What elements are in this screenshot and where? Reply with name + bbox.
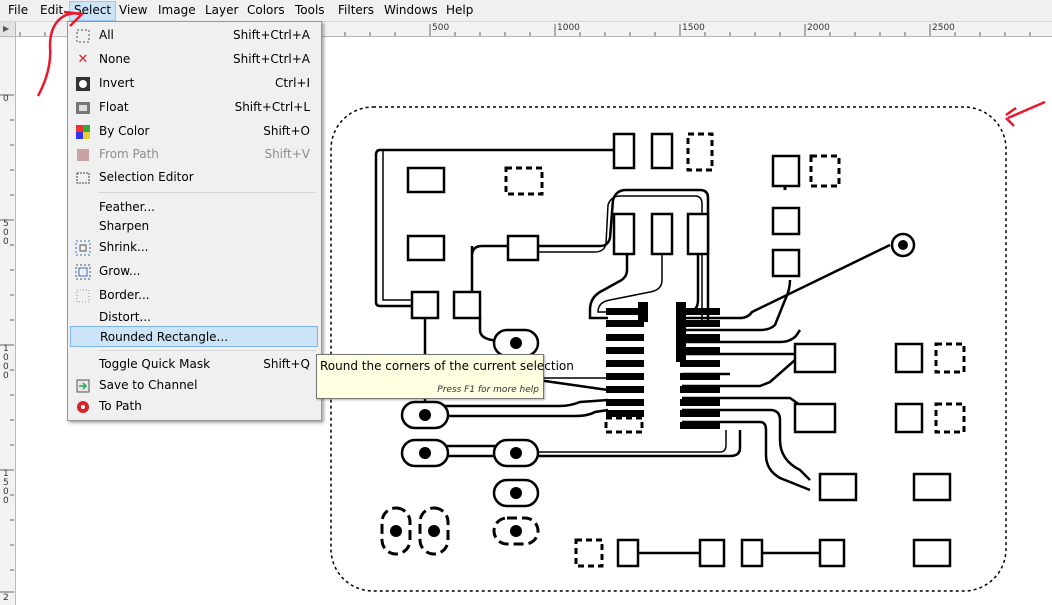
menu-item-label: Selection Editor xyxy=(99,170,194,184)
ruler-label: 1500 xyxy=(682,23,705,33)
menu-file[interactable]: File xyxy=(8,3,29,17)
save-channel-icon xyxy=(75,378,91,394)
menu-item-save-to-channel[interactable]: Save to Channel xyxy=(70,375,318,396)
menu-item-label: Shrink... xyxy=(99,240,149,254)
menu-item-label: By Color xyxy=(99,124,150,138)
triangle-right-icon: ▶ xyxy=(3,24,10,33)
select-all-icon xyxy=(75,28,91,44)
ruler-label: 1000 xyxy=(557,23,580,33)
menu-item-toggle-quick-mask[interactable]: Toggle Quick Mask Shift+Q xyxy=(70,354,318,375)
shrink-icon xyxy=(75,240,91,256)
menu-item-shortcut: Ctrl+I xyxy=(275,76,310,90)
tooltip-help-hint: Press F1 for more help xyxy=(437,385,539,395)
ruler-label: 0 xyxy=(3,94,9,104)
menu-item-label: Float xyxy=(99,100,129,114)
ruler-label: 2500 xyxy=(932,23,955,33)
menu-item-to-path[interactable]: To Path xyxy=(70,396,318,417)
pcb-layout-image xyxy=(72,100,1046,592)
ruler-label: 500 xyxy=(432,23,450,33)
menu-item-label: Toggle Quick Mask xyxy=(99,357,211,371)
ruler-label: 2000 xyxy=(807,23,830,33)
menu-item-shortcut: Shift+Ctrl+L xyxy=(234,100,310,114)
menu-item-grow[interactable]: Grow... xyxy=(70,261,318,282)
menu-windows[interactable]: Windows xyxy=(384,3,438,17)
by-color-icon xyxy=(75,124,91,140)
menu-select[interactable]: Select xyxy=(69,1,117,21)
menu-item-distort[interactable]: Distort... xyxy=(70,307,318,328)
float-icon xyxy=(75,100,91,116)
grow-icon xyxy=(75,264,91,280)
menu-item-from-path[interactable]: From Path Shift+V xyxy=(70,144,318,165)
menu-item-shortcut: Shift+Ctrl+A xyxy=(233,52,310,66)
menu-colors[interactable]: Colors xyxy=(247,3,285,17)
menu-item-shortcut: Shift+Ctrl+A xyxy=(233,28,310,42)
menu-item-sharpen[interactable]: Sharpen xyxy=(70,216,318,237)
menu-item-label: Feather... xyxy=(99,200,155,214)
menu-separator xyxy=(98,192,316,193)
menu-item-label: To Path xyxy=(99,399,142,413)
border-icon xyxy=(75,288,91,304)
menu-image[interactable]: Image xyxy=(158,3,196,17)
menu-edit[interactable]: Edit xyxy=(40,3,64,17)
menu-layer[interactable]: Layer xyxy=(205,3,239,17)
from-path-icon xyxy=(75,147,91,163)
select-menu-dropdown: All Shift+Ctrl+A ✕ None Shift+Ctrl+A Inv… xyxy=(67,21,322,421)
menu-help[interactable]: Help xyxy=(446,3,474,17)
ruler-label: 2 xyxy=(3,593,9,603)
menu-item-label: Rounded Rectangle... xyxy=(100,330,229,344)
menu-tooltip: Round the corners of the current selecti… xyxy=(316,354,574,399)
menu-item-label: Grow... xyxy=(99,264,141,278)
menu-item-selection-editor[interactable]: Selection Editor xyxy=(70,167,318,188)
selection-editor-icon xyxy=(75,170,91,186)
menu-item-label: Sharpen xyxy=(99,219,150,233)
menu-separator xyxy=(98,350,316,351)
left-ruler[interactable]: 0 500 1000 1500 2 xyxy=(0,37,16,605)
menu-item-shrink[interactable]: Shrink... xyxy=(70,237,318,258)
menu-item-feather[interactable]: Feather... xyxy=(70,197,318,218)
menu-filters[interactable]: Filters xyxy=(338,3,374,17)
menu-item-label: Save to Channel xyxy=(99,378,198,392)
menu-item-by-color[interactable]: By Color Shift+O xyxy=(70,121,318,142)
menu-item-label: Border... xyxy=(99,288,150,302)
menu-item-border[interactable]: Border... xyxy=(70,285,318,306)
menu-item-label: Distort... xyxy=(99,310,151,324)
menu-item-label: Invert xyxy=(99,76,135,90)
ruler-label: 1500 xyxy=(3,469,9,506)
menu-item-label: All xyxy=(99,28,114,42)
to-path-icon xyxy=(75,399,91,415)
menu-tools[interactable]: Tools xyxy=(295,3,325,17)
menu-item-label: None xyxy=(99,52,131,66)
menu-item-shortcut: Shift+Q xyxy=(263,357,310,371)
menu-item-rounded-rectangle[interactable]: Rounded Rectangle... xyxy=(70,326,318,347)
annotation-arrow xyxy=(1007,100,1046,120)
invert-icon xyxy=(75,76,91,92)
menu-item-invert[interactable]: Invert Ctrl+I xyxy=(70,73,318,94)
menu-item-all[interactable]: All Shift+Ctrl+A xyxy=(70,25,318,46)
ruler-label: 1000 xyxy=(3,344,9,381)
menu-item-none[interactable]: ✕ None Shift+Ctrl+A xyxy=(70,49,318,70)
ruler-corner-button[interactable]: ▶ xyxy=(0,22,16,36)
menu-view[interactable]: View xyxy=(119,3,148,17)
menu-item-float[interactable]: Float Shift+Ctrl+L xyxy=(70,97,318,118)
menu-item-shortcut: Shift+V xyxy=(264,147,310,161)
ruler-label: 500 xyxy=(3,219,9,247)
tooltip-text: Round the corners of the current selecti… xyxy=(320,359,574,373)
menu-item-label: From Path xyxy=(99,147,159,161)
menu-bar: File Edit Select View Image Layer Colors… xyxy=(0,0,1052,22)
menu-item-shortcut: Shift+O xyxy=(263,124,310,138)
select-none-icon: ✕ xyxy=(77,52,89,67)
rounded-selection-outline xyxy=(330,106,1007,592)
